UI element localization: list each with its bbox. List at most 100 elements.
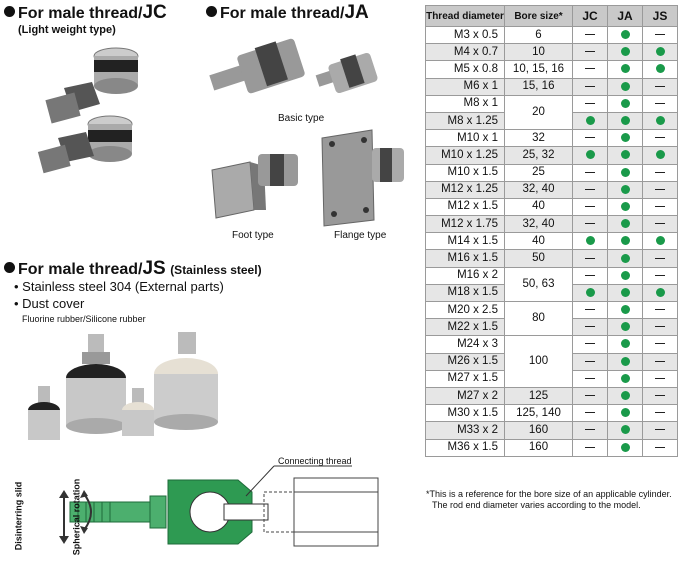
thread-diameter-cell: M26 x 1.5 [425, 352, 505, 371]
ja-availability-cell [607, 163, 643, 182]
bore-size-cell: 50, 63 [504, 266, 573, 303]
jc-availability-cell [572, 25, 608, 45]
js-feature-note: Fluorine rubber/Silicone rubber [22, 314, 146, 324]
js-availability-cell [642, 404, 678, 423]
jc-availability-cell [572, 300, 608, 320]
bore-size-cell: 25 [504, 163, 573, 182]
jc-availability-cell [572, 43, 608, 62]
jc-availability-cell [572, 180, 608, 199]
available-dot-icon [620, 47, 630, 57]
bore-size-cell: 40 [504, 232, 573, 251]
thread-diameter-cell: M4 x 0.7 [425, 43, 505, 62]
jc-availability-cell [572, 232, 608, 251]
ja-availability-cell [607, 111, 643, 131]
thread-diameter-cell: M20 x 2.5 [425, 300, 505, 320]
thread-diameter-cell: M10 x 1.25 [425, 146, 505, 165]
available-dot-icon [585, 287, 595, 297]
bore-size-cell: 10 [504, 43, 573, 62]
table-footnote: *This is a reference for the bore size o… [426, 489, 672, 510]
bore-size-cell: 80 [504, 300, 573, 337]
ja-availability-cell [607, 146, 643, 165]
ja-availability-cell [607, 43, 643, 62]
not-available-dash [655, 137, 665, 139]
not-available-dash [585, 188, 595, 190]
thread-diameter-cell: M22 x 1.5 [425, 318, 505, 337]
jc-availability-cell [572, 404, 608, 423]
available-dot-icon [620, 98, 630, 108]
ja-availability-cell [607, 232, 643, 251]
not-available-dash [585, 85, 595, 87]
jc-availability-cell [572, 197, 608, 217]
available-dot-icon [620, 81, 630, 91]
thread-diameter-cell: M16 x 1.5 [425, 249, 505, 268]
available-dot-icon [655, 116, 665, 125]
js-feature-item: • Stainless steel 304 (External parts) [14, 279, 224, 294]
thread-diameter-cell: M12 x 1.5 [425, 197, 505, 217]
bore-size-cell: 6 [504, 25, 573, 45]
disinterring-slid-label: Disinterring slid [13, 481, 24, 551]
thread-diameter-cell: M16 x 2 [425, 266, 505, 285]
header-thread-diameter: Thread diameter [425, 5, 505, 27]
thread-diameter-cell: M10 x 1 [425, 129, 505, 148]
js-availability-cell [642, 266, 678, 285]
ja-availability-cell [607, 60, 643, 79]
ja-availability-cell [607, 25, 643, 45]
available-dot-icon [620, 305, 630, 315]
ja-availability-cell [607, 352, 643, 371]
js-availability-cell [642, 215, 678, 234]
table-row: M18 x 1.5 [425, 283, 678, 303]
not-available-dash [655, 223, 665, 225]
thread-diameter-cell: M18 x 1.5 [425, 283, 505, 303]
js-title: For male thread/JS (Stainless steel) [4, 258, 262, 280]
available-dot-icon [620, 408, 630, 418]
not-available-dash [585, 257, 595, 259]
js-availability-cell [642, 249, 678, 268]
not-available-dash [585, 412, 595, 414]
available-dot-icon [620, 253, 630, 263]
header-jc: JC [572, 5, 608, 27]
jc-availability-cell [572, 318, 608, 337]
jc-availability-cell [572, 421, 608, 440]
table-row: M22 x 1.5 [425, 318, 678, 337]
not-available-dash [655, 34, 665, 36]
bullet-icon [4, 262, 15, 273]
js-availability-cell [642, 300, 678, 320]
js-availability-cell [642, 369, 678, 388]
thread-diameter-cell: M33 x 2 [425, 421, 505, 440]
jc-availability-cell [572, 249, 608, 268]
ja-availability-cell [607, 180, 643, 199]
available-dot-icon [620, 236, 630, 246]
ja-availability-cell [607, 438, 643, 457]
jc-availability-cell [572, 438, 608, 457]
bore-size-cell: 32, 40 [504, 180, 573, 199]
js-availability-cell [642, 60, 678, 79]
not-available-dash [655, 257, 665, 259]
available-dot-icon [620, 425, 630, 435]
thread-diameter-cell: M5 x 0.8 [425, 60, 505, 79]
jc-availability-cell [572, 111, 608, 131]
jc-title: For male thread/JC [4, 2, 167, 24]
not-available-dash [585, 51, 595, 53]
ja-availability-cell [607, 129, 643, 148]
ja-availability-cell [607, 266, 643, 285]
thread-diameter-cell: M14 x 1.5 [425, 232, 505, 251]
ja-availability-cell [607, 283, 643, 303]
thread-diameter-cell: M30 x 1.5 [425, 404, 505, 423]
not-available-dash [585, 274, 595, 276]
bore-size-cell: 125, 140 [504, 404, 573, 423]
js-availability-cell [642, 77, 678, 96]
available-dot-icon [585, 236, 595, 246]
ja-availability-cell [607, 77, 643, 96]
not-available-dash [655, 429, 665, 431]
ja-availability-cell [607, 421, 643, 440]
available-dot-icon [620, 219, 630, 229]
available-dot-icon [585, 116, 595, 125]
